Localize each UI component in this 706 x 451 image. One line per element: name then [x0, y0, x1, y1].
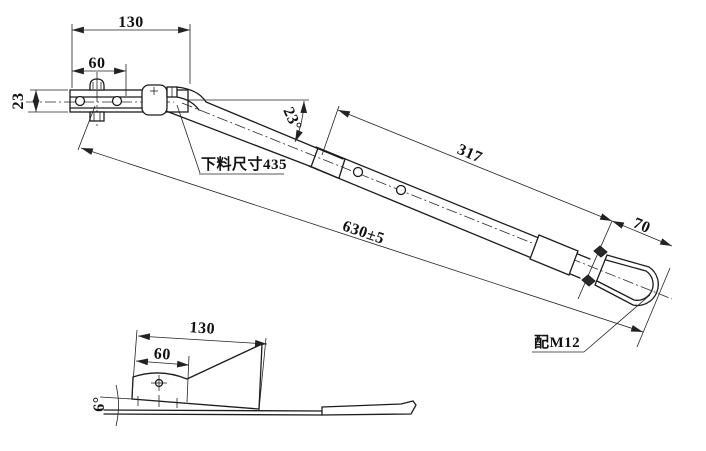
- dim-plate-width: 23: [10, 93, 27, 110]
- dim-overall-length: 630±5: [340, 218, 386, 248]
- sleeve-start-edge: [310, 147, 319, 168]
- dim-line-side-60: [135, 358, 190, 368]
- dim-bend-angle: 23°: [279, 105, 305, 134]
- dim-line-side-130: [137, 333, 268, 347]
- tube-hole-1: [352, 166, 364, 178]
- crimp-band: [529, 234, 579, 276]
- dim-line-70: [611, 220, 673, 247]
- arm-elbow-inner: [176, 96, 200, 111]
- dim-side-hole-offset: 60: [153, 345, 171, 363]
- arm-elbow-outer: [175, 86, 320, 150]
- side-bar-top: [103, 409, 323, 412]
- label-thread-spec: 配M12: [534, 334, 580, 351]
- dim-tube-length: 317: [455, 141, 485, 167]
- centerline-arm: [181, 102, 673, 300]
- side-view: 6° 130 60: [91, 319, 417, 427]
- dim-plate-length: 130: [118, 14, 144, 31]
- sleeve-end-edge: [338, 158, 346, 179]
- dim-line-317: [337, 109, 613, 222]
- dim-line-630: [80, 147, 644, 333]
- angle-arc-6: [115, 384, 119, 427]
- tube-hole-2: [395, 184, 407, 196]
- grip-outline: [594, 254, 659, 307]
- plate-hole-right: [111, 95, 123, 107]
- side-bar-bottom: [103, 413, 323, 416]
- plate-hole-left: [74, 95, 86, 107]
- main-view: 130 60 23 23° 317 630±5 70 下料尺寸435: [10, 14, 673, 353]
- side-plate: [131, 342, 263, 410]
- nut: [89, 111, 105, 122]
- dim-hole-span: 60: [89, 55, 106, 72]
- pivot-boss: [141, 84, 168, 116]
- dim-side-plate-length: 130: [189, 319, 216, 338]
- angle-arc-23: [294, 100, 308, 143]
- leader-thread-spec: [583, 294, 651, 353]
- dim-side-tilt-angle: 6°: [91, 396, 108, 411]
- dim-grip-length: 70: [631, 215, 653, 237]
- side-grip-tip: [321, 400, 417, 416]
- label-blank-size: 下料尺寸435: [201, 155, 287, 173]
- leader-blank-size: [176, 104, 201, 174]
